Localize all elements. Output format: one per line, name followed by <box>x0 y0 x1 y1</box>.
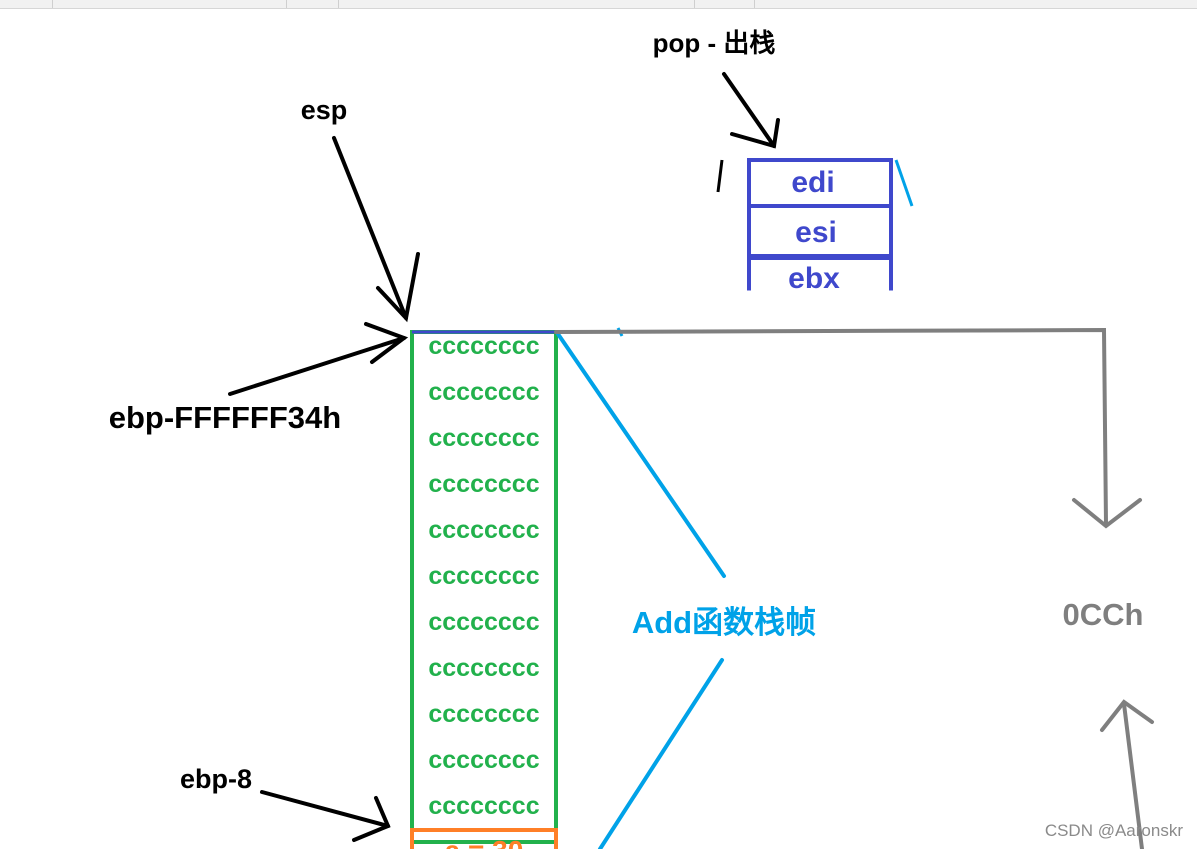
register-ebx: ebx <box>788 262 840 295</box>
stack-fill-cells: cccccccc cccccccc cccccccc cccccccc cccccccc… <box>410 330 558 844</box>
tab-divider <box>338 0 339 8</box>
size-bracket <box>554 327 1154 849</box>
pop-label: pop - 出栈 <box>653 28 776 58</box>
fill-cell: cccccccc <box>428 332 539 360</box>
ebp-ffffff34h-label: ebp-FFFFFF34h <box>109 400 341 435</box>
register-cell: edi <box>747 158 893 208</box>
tab-divider <box>286 0 287 8</box>
esp-arrow <box>332 136 420 323</box>
frame-label: Add函数栈帧 <box>632 605 816 640</box>
partial-cell: a = 30 <box>410 828 558 849</box>
fill-cell: cccccccc <box>428 654 539 682</box>
window-top-strip <box>0 0 1197 9</box>
size-label: 0CCh <box>1063 597 1144 632</box>
fill-cell: cccccccc <box>428 470 539 498</box>
frame-brace-lines <box>556 332 726 849</box>
esp-label: esp <box>301 95 348 125</box>
register-cell: ebx <box>747 256 893 295</box>
register-cell: esi <box>747 204 893 258</box>
fill-cell: cccccccc <box>428 608 539 636</box>
register-esi: esi <box>795 216 837 249</box>
fill-cells-border <box>410 330 558 844</box>
fill-cell: cccccccc <box>428 516 539 544</box>
ebp-8-label: ebp-8 <box>180 764 252 794</box>
saved-registers-stack: edi esi ebx <box>720 158 914 295</box>
fill-cell: cccccccc <box>428 424 539 452</box>
ebp-8-arrow <box>260 790 391 842</box>
fill-cell: cccccccc <box>428 378 539 406</box>
fill-cell: cccccccc <box>428 700 539 728</box>
fill-cell: cccccccc <box>428 792 539 820</box>
register-edi: edi <box>791 166 834 199</box>
fill-cell: cccccccc <box>428 746 539 774</box>
pop-arrow <box>722 72 780 149</box>
tab-divider <box>694 0 695 8</box>
fill-cell: cccccccc <box>428 562 539 590</box>
tab-divider <box>52 0 53 8</box>
ebp-ffffff34h-arrow <box>228 322 409 396</box>
watermark: CSDN @Aaronskr <box>1044 821 1183 840</box>
tab-divider <box>754 0 755 8</box>
partial-cell-value: a = 30 <box>445 835 524 849</box>
